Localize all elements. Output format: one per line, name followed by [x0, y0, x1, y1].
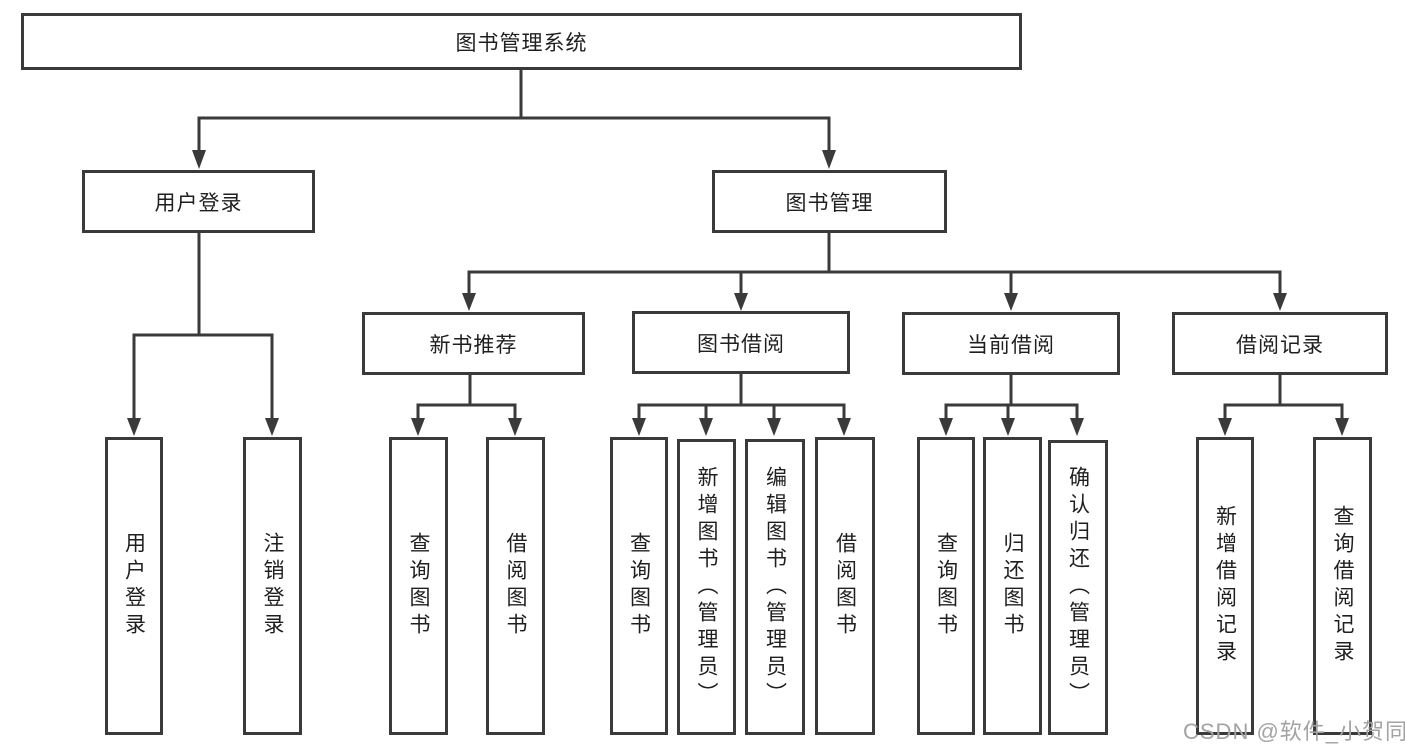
arrowhead-user-login — [192, 150, 206, 169]
leaf-query-borrow-record-label: 查询借阅记录 — [1331, 505, 1355, 667]
leaf-confirm-return-admin: 确认归还（管理员） — [1048, 440, 1108, 735]
arrowhead-c1 — [632, 418, 646, 436]
node-book-management-label: 图书管理 — [785, 191, 874, 215]
arrowhead-c4 — [837, 418, 851, 436]
arrowhead-d1 — [939, 418, 953, 436]
leaf-borrow-books-recommend: 借阅图书 — [486, 437, 545, 735]
leaf-query-books-borrow: 查询图书 — [610, 437, 668, 735]
arrowhead-e1 — [1218, 418, 1232, 436]
arrowhead-new-book — [462, 293, 476, 311]
leaf-borrow-books: 借阅图书 — [815, 437, 875, 735]
leaf-edit-books-admin: 编辑图书（管理员） — [745, 439, 805, 735]
arrowhead-book-management — [822, 150, 836, 169]
csdn-watermark: CSDN @软件_小贺同学 — [1183, 719, 1405, 744]
node-borrowing-records: 借阅记录 — [1172, 312, 1388, 375]
node-book-borrowing: 图书借阅 — [632, 311, 850, 374]
leaf-borrow-books-label: 借阅图书 — [833, 532, 857, 640]
leaf-query-books-current: 查询图书 — [917, 437, 975, 735]
leaf-add-borrow-record: 新增借阅记录 — [1196, 437, 1254, 735]
arrowhead-leaf-user-login — [127, 418, 141, 436]
leaf-query-borrow-record: 查询借阅记录 — [1313, 437, 1372, 735]
leaf-query-books-recommend-label: 查询图书 — [407, 532, 431, 640]
node-current-borrowing-label: 当前借阅 — [967, 333, 1055, 357]
node-user-login-label: 用户登录 — [154, 191, 243, 215]
leaf-return-books-label: 归还图书 — [1001, 532, 1025, 640]
node-library-management-system: 图书管理系统 — [21, 13, 1022, 70]
arrowhead-d3 — [1070, 418, 1084, 436]
arrowhead-c2 — [699, 418, 713, 436]
node-borrowing-records-label: 借阅记录 — [1236, 333, 1324, 357]
leaf-logout: 注销登录 — [243, 437, 302, 735]
leaf-edit-books-admin-label: 编辑图书（管理员） — [763, 465, 787, 709]
leaf-query-books-current-label: 查询图书 — [934, 532, 958, 640]
leaf-user-login: 用户登录 — [105, 437, 163, 735]
node-new-book-recommendation: 新书推荐 — [362, 312, 585, 375]
leaf-user-login-label: 用户登录 — [122, 532, 146, 640]
arrowhead-book-borrow — [734, 293, 748, 311]
leaf-add-books-admin: 新增图书（管理员） — [677, 439, 736, 735]
arrowhead-c3 — [767, 418, 781, 436]
leaf-query-books-borrow-label: 查询图书 — [627, 532, 651, 640]
leaf-confirm-return-admin-label: 确认归还（管理员） — [1066, 466, 1090, 709]
arrowhead-b1 — [411, 418, 425, 436]
node-library-management-system-label: 图书管理系统 — [455, 31, 588, 55]
node-book-management: 图书管理 — [712, 170, 947, 233]
leaf-add-books-admin-label: 新增图书（管理员） — [695, 465, 719, 709]
arrowhead-e2 — [1335, 418, 1349, 436]
node-user-login: 用户登录 — [82, 170, 315, 233]
arrowhead-leaf-logout — [265, 418, 279, 436]
leaf-add-borrow-record-label: 新增借阅记录 — [1213, 505, 1237, 667]
arrowhead-borrow-record — [1273, 293, 1287, 311]
arrowhead-current-borrow — [1004, 293, 1018, 311]
node-current-borrowing: 当前借阅 — [902, 312, 1120, 375]
node-new-book-recommendation-label: 新书推荐 — [429, 333, 518, 357]
arrowhead-d2 — [1001, 418, 1015, 436]
node-book-borrowing-label: 图书借阅 — [697, 332, 785, 356]
leaf-query-books-recommend: 查询图书 — [389, 437, 448, 735]
arrowhead-b2 — [508, 418, 522, 436]
leaf-logout-label: 注销登录 — [261, 532, 285, 640]
leaf-return-books: 归还图书 — [983, 437, 1042, 735]
leaf-borrow-books-recommend-label: 借阅图书 — [504, 532, 528, 640]
